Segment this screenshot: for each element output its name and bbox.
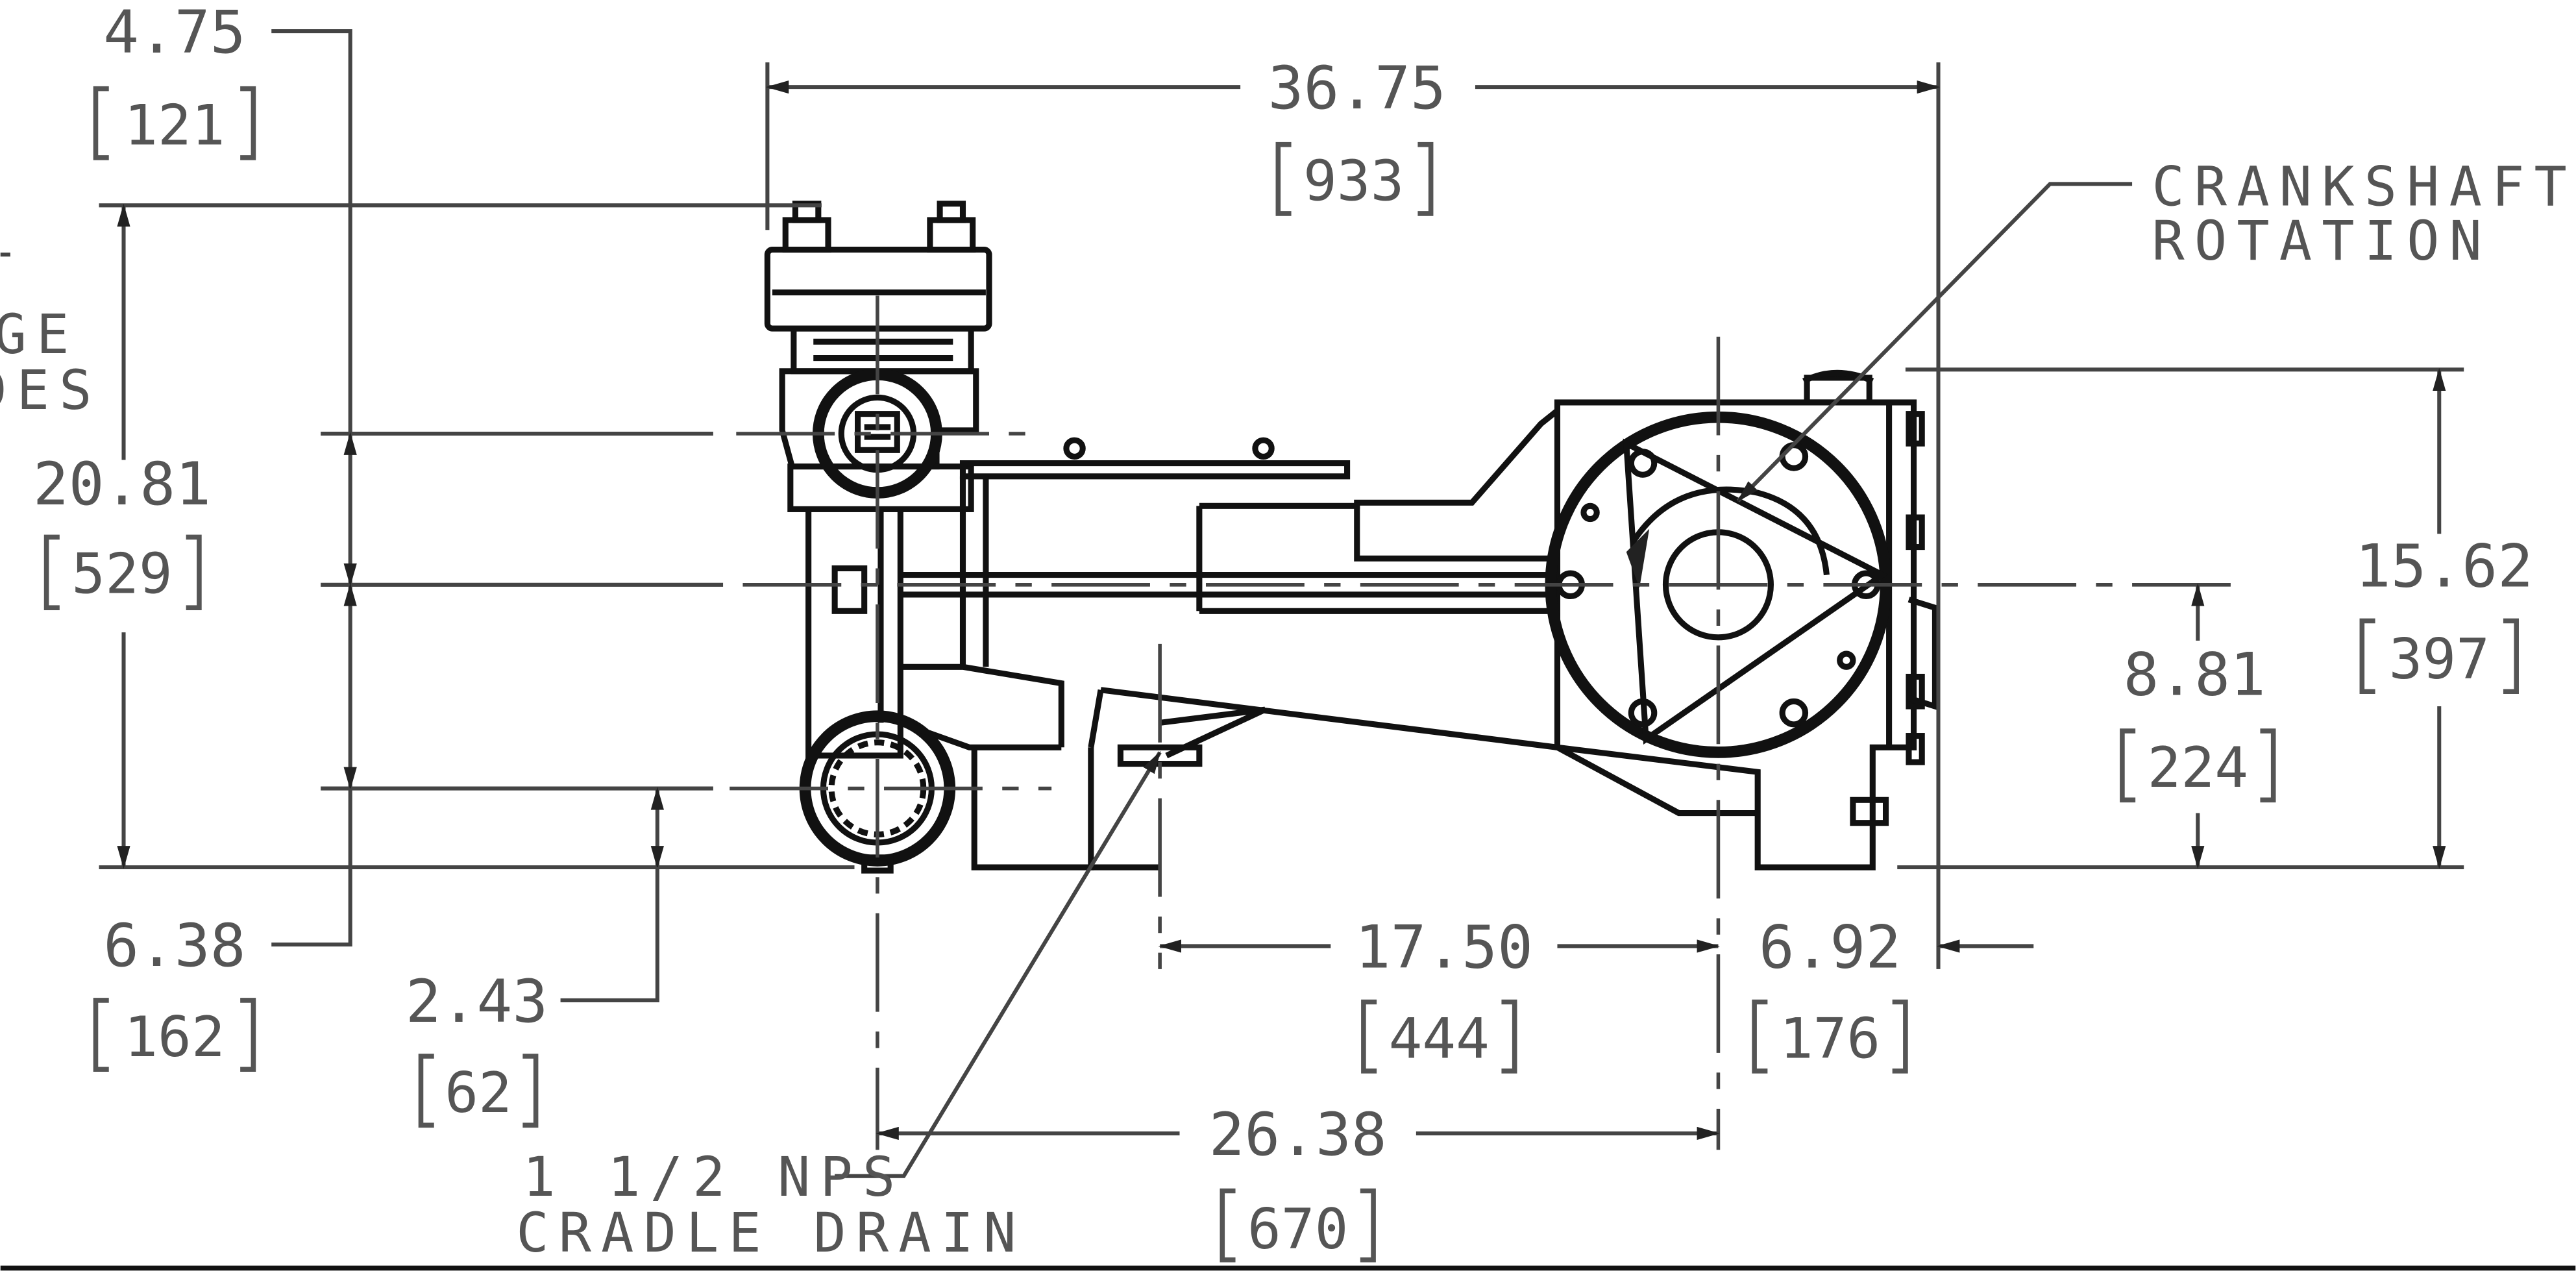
dim-4-75: 4.75 121 — [93, 0, 256, 160]
cradle-drain-note: 1 1/2 NPS CRADLE DRAIN — [516, 1145, 1025, 1265]
dim-20-81-metric: 529 — [71, 541, 172, 606]
crankshaft-note-line2: ROTATION — [2152, 209, 2492, 273]
dim-8-81-metric: 224 — [2148, 735, 2248, 800]
flange-note-line1: GE — [0, 303, 79, 366]
dim-36-75-value: 36.75 — [1268, 54, 1446, 123]
dim-15-62-value: 15.62 — [2355, 532, 2533, 600]
dim-6-92: 6.92 176 — [1752, 913, 1908, 1074]
dimension-lines — [0, 29, 2446, 1178]
dim-15-62: 15.62 397 — [2355, 532, 2533, 695]
dim-8-81-value: 8.81 — [2124, 640, 2266, 709]
dim-36-75-metric: 933 — [1303, 149, 1404, 214]
cradle-drain-note-line2: CRADLE DRAIN — [516, 1201, 1025, 1265]
center-lines — [730, 295, 2234, 1150]
flange-note-line2: DES — [0, 358, 102, 422]
dim-6-38-metric: 162 — [124, 1005, 225, 1070]
dim-8-81: 8.81 224 — [2120, 640, 2276, 803]
dim-17-50: 17.50 444 — [1355, 913, 1533, 1074]
pump-outline — [764, 201, 1939, 874]
dim-6-92-value: 6.92 — [1759, 913, 1901, 982]
crankshaft-rotation-note: CRANKSHAFT ROTATION — [2152, 154, 2576, 273]
dim-17-50-value: 17.50 — [1355, 913, 1533, 982]
stud-nut-left — [782, 217, 831, 253]
extension-lines — [99, 62, 2464, 969]
cradle-drain-note-line1: 1 1/2 NPS — [522, 1145, 905, 1209]
dim-17-50-metric: 444 — [1389, 1007, 1490, 1072]
dim-15-62-metric: 397 — [2389, 627, 2490, 692]
dim-4-75-metric: 121 — [124, 93, 225, 158]
dim-20-81-value: 20.81 — [33, 450, 211, 519]
dim-6-92-metric: 176 — [1780, 1007, 1880, 1072]
dim-26-38-value: 26.38 — [1209, 1100, 1387, 1169]
dim-6-38: 6.38 162 — [93, 911, 256, 1072]
dim-2-43-metric: 62 — [445, 1061, 512, 1126]
dim-6-38-value: 6.38 — [103, 911, 245, 980]
dim-4-75-value: 4.75 — [103, 0, 245, 67]
crankshaft-note-line1: CRANKSHAFT — [2152, 154, 2576, 218]
dim-2-43: 2.43 62 — [406, 967, 548, 1128]
dim-20-81: 20.81 529 — [33, 450, 211, 611]
stud-nut-right — [927, 217, 976, 253]
dim-2-43-value: 2.43 — [406, 967, 548, 1036]
flange-note-partial: GE DES — [0, 303, 102, 422]
dim-26-38: 26.38 670 — [1209, 1100, 1387, 1263]
dim-26-38-metric: 670 — [1247, 1197, 1348, 1262]
dim-36-75: 36.75 933 — [1268, 54, 1446, 216]
